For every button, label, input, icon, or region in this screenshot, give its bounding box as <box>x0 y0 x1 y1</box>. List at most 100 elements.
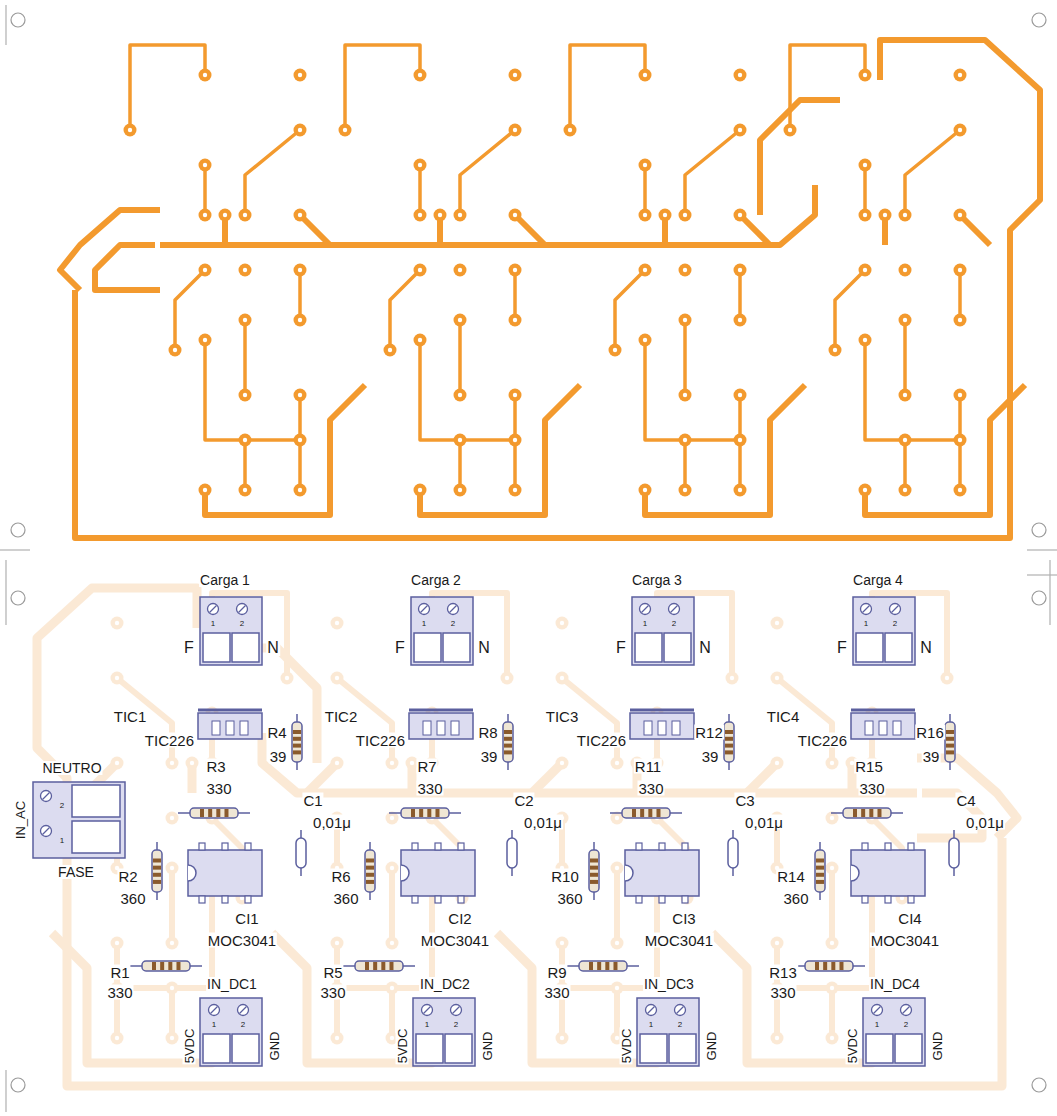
drill-hole <box>115 621 119 625</box>
copper-trace <box>169 868 175 943</box>
solder-pad <box>166 862 179 875</box>
terminal-block <box>33 782 125 858</box>
terminal-side: F <box>615 640 627 656</box>
part-value: 360 <box>782 891 809 906</box>
solder-pad <box>771 1032 784 1045</box>
solder-pad <box>111 757 124 770</box>
ic-notch <box>851 865 859 881</box>
drill-hole <box>830 816 834 820</box>
drill-hole <box>643 163 647 167</box>
terminal-opening <box>635 633 662 662</box>
trace-group <box>52 593 294 1063</box>
copper-trace <box>790 45 865 130</box>
solder-pad <box>386 937 399 950</box>
part-ref: R14 <box>776 869 806 884</box>
copper-trace <box>865 385 1025 515</box>
copper-trace <box>460 130 515 215</box>
copper-trace <box>958 440 962 490</box>
terminal-opening <box>203 633 230 662</box>
part-value: 330 <box>769 985 796 1000</box>
pin-number: 1 <box>60 837 64 845</box>
solder-pad <box>639 69 652 82</box>
part-ref: R5 <box>322 965 343 980</box>
part-value: MOC3041 <box>207 933 277 948</box>
solder-pad <box>639 334 652 347</box>
terminal-screw <box>208 604 219 615</box>
drill-hole <box>568 128 572 132</box>
ic-pin <box>636 843 642 850</box>
drill-hole <box>738 318 742 322</box>
terminal-block <box>411 597 473 665</box>
terminal-block <box>200 597 262 665</box>
solder-pad <box>859 484 872 497</box>
terminal-block <box>632 597 694 665</box>
resistor-symbol <box>355 961 403 971</box>
solder-pad <box>239 484 252 497</box>
drill-hole <box>298 268 302 272</box>
solder-pad <box>434 209 447 222</box>
drill-hole <box>243 488 247 492</box>
solder-pad <box>199 69 212 82</box>
drill-hole <box>243 318 247 322</box>
solder-pad <box>414 264 427 277</box>
screw-slot <box>424 1007 431 1014</box>
screw-slot <box>863 606 870 613</box>
pin-number: 2 <box>451 620 455 628</box>
resistor-band <box>153 880 161 884</box>
drill-hole <box>203 268 207 272</box>
resistor-band <box>216 809 220 817</box>
drill-hole <box>458 488 462 492</box>
resistor-band <box>224 809 228 817</box>
resistor-band <box>823 962 827 970</box>
solder-pad <box>501 672 514 685</box>
solder-pad <box>199 264 212 277</box>
drill-hole <box>203 338 207 342</box>
resistor-band <box>366 880 374 884</box>
terminal-side: N <box>266 640 280 656</box>
solder-pad <box>414 69 427 82</box>
copper-trace <box>865 340 960 440</box>
solder-pad <box>639 484 652 497</box>
pin-label: GND <box>481 1031 494 1062</box>
resistor-band <box>816 859 824 863</box>
drill-hole <box>170 866 174 870</box>
resistor-symbol <box>579 961 627 971</box>
resistor-band <box>877 809 881 817</box>
terminal-screw <box>41 826 52 837</box>
solder-pad <box>386 982 399 995</box>
drill-hole <box>513 73 517 77</box>
triac-pin <box>658 721 666 735</box>
part-ref: C2 <box>513 793 534 808</box>
trace-group <box>564 45 806 515</box>
part-value: MOC3041 <box>644 933 714 948</box>
drill-hole <box>203 163 207 167</box>
resistor-band <box>152 962 156 970</box>
copper-trace <box>738 440 742 490</box>
solder-pad <box>294 69 307 82</box>
pin-number: 2 <box>60 802 64 810</box>
terminal-screw <box>669 604 680 615</box>
copper-trace <box>262 733 917 793</box>
solder-pad <box>556 937 569 950</box>
ic-notch <box>188 865 196 881</box>
copper-trace <box>458 320 462 395</box>
copper-trace <box>760 100 840 215</box>
solder-pad <box>771 937 784 950</box>
triac-pin <box>451 721 459 735</box>
solder-pad <box>954 209 967 222</box>
solder-pad <box>611 757 624 770</box>
resistor-symbol <box>401 808 449 818</box>
drill-hole <box>863 268 867 272</box>
part-ref: C1 <box>302 793 323 808</box>
terminal-block <box>413 998 475 1066</box>
solder-pad <box>294 264 307 277</box>
solder-pad <box>454 434 467 447</box>
ic-pin <box>222 896 228 903</box>
terminal-opening <box>895 1034 922 1063</box>
copper-trace <box>298 440 302 490</box>
triac-tab <box>630 709 694 712</box>
terminal-screw <box>640 604 651 615</box>
pin-number: 1 <box>425 1021 429 1029</box>
solder-pad <box>941 672 954 685</box>
screw-slot <box>450 606 457 613</box>
